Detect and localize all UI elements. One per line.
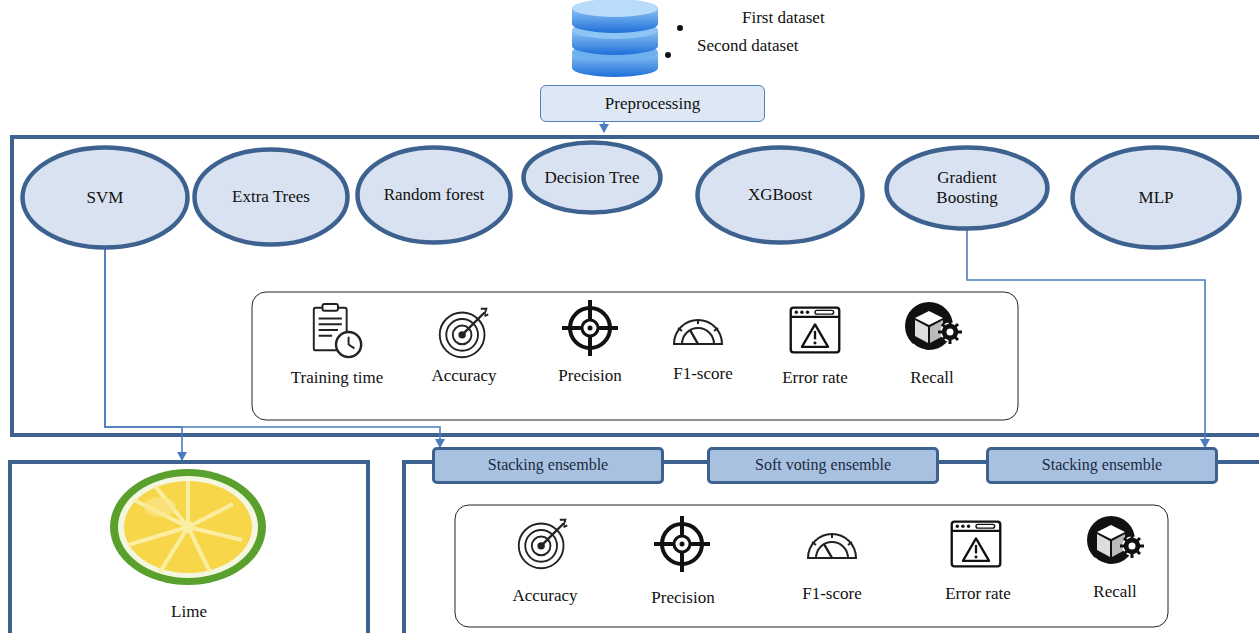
node-label: Soft voting ensemble: [755, 456, 891, 474]
dataset-label: Second dataset: [697, 36, 799, 56]
explainer-panel: Lime: [8, 460, 370, 633]
model-ellipse: XGBoost: [695, 145, 865, 245]
process-box: Preprocessing: [540, 85, 765, 122]
metric-label: Training time: [291, 368, 383, 388]
metric-label: Precision: [651, 588, 714, 608]
f1-icon: [808, 534, 856, 558]
recall-icon: [1087, 516, 1144, 564]
ensemble-box: Soft voting ensemble: [707, 447, 939, 484]
ensemble-box: Stacking ensemble: [432, 447, 664, 484]
dataset-label: First dataset: [742, 8, 825, 28]
node-label: XGBoost: [748, 185, 812, 205]
recall-icon: [905, 302, 962, 350]
metric-label: Accuracy: [431, 366, 496, 386]
connector: [967, 229, 1205, 447]
model-ellipse: MLP: [1070, 145, 1242, 250]
metric-label: Error rate: [945, 584, 1011, 604]
lime-illustration: [110, 469, 266, 585]
model-ellipse: Decision Tree: [521, 140, 663, 215]
model-ellipse: SVM: [20, 145, 190, 250]
precision-icon: [562, 300, 618, 356]
connector: [105, 248, 440, 447]
bullet-dot: [665, 52, 671, 58]
model-ellipse: Random forest: [355, 145, 513, 245]
metrics-frame: [252, 292, 1018, 420]
precision-icon: [654, 516, 710, 572]
metrics-frame: [455, 505, 1168, 627]
node-label: MLP: [1139, 188, 1174, 208]
metric-label: F1-score: [673, 364, 732, 384]
ensemble-panel: [404, 462, 1259, 633]
bullet-dot: [677, 25, 683, 31]
metric-label: F1-score: [802, 584, 861, 604]
node-label: SVM: [87, 188, 124, 208]
database-icon: [572, 0, 658, 77]
metric-label: Recall: [1093, 582, 1136, 602]
accuracy-icon: [440, 309, 489, 358]
model-ellipse: Gradient Boosting: [884, 145, 1050, 231]
node-label: Preprocessing: [605, 94, 700, 114]
connector: [105, 248, 182, 460]
error-icon: [952, 522, 1001, 567]
metric-label: Error rate: [782, 368, 848, 388]
error-icon: [791, 308, 840, 353]
node-label: Gradient Boosting: [908, 168, 1026, 207]
node-label: Decision Tree: [545, 168, 640, 188]
metric-label: Precision: [558, 366, 621, 386]
node-label: Lime: [171, 602, 207, 622]
training-time-icon: [314, 304, 361, 357]
flow-arrow: [603, 122, 605, 132]
metric-label: Accuracy: [512, 586, 577, 606]
node-label: Random forest: [384, 185, 485, 205]
f1-icon: [674, 320, 722, 344]
node-label: Stacking ensemble: [488, 456, 608, 474]
model-ellipse: Extra Trees: [192, 147, 350, 247]
node-label: Stacking ensemble: [1042, 456, 1162, 474]
accuracy-icon: [519, 520, 568, 569]
ensemble-box: Stacking ensemble: [986, 447, 1218, 484]
metric-label: Recall: [910, 368, 953, 388]
node-label: Extra Trees: [232, 187, 310, 207]
models-panel: [12, 137, 1259, 435]
